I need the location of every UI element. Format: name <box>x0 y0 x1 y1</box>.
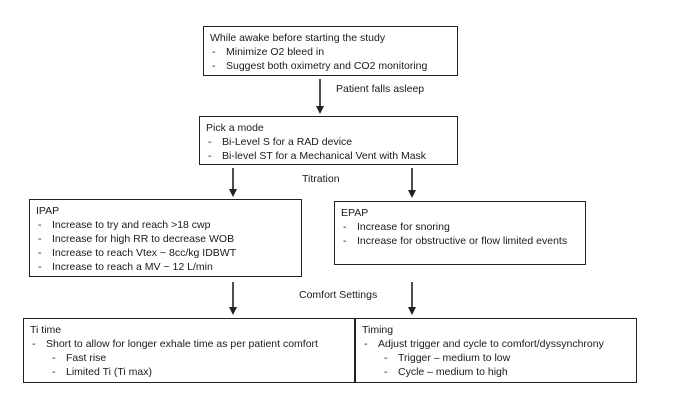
ti-time-box: Ti time Short to allow for longer exhale… <box>23 318 355 383</box>
awake-item: Minimize O2 bleed in <box>210 45 451 59</box>
ti-time-title: Ti time <box>30 324 62 336</box>
ipap-box: IPAP Increase to try and reach >18 cwp I… <box>29 199 302 277</box>
ti-time-subitem: Limited Ti (Ti max) <box>50 365 348 379</box>
timing-title: Timing <box>362 324 394 336</box>
ipap-item: Increase to try and reach >18 cwp <box>36 218 295 232</box>
timing-box: Timing Adjust trigger and cycle to comfo… <box>355 318 637 383</box>
ipap-item: Increase to reach Vtex ~ 8cc/kg IDBWT <box>36 246 295 260</box>
timing-item: Adjust trigger and cycle to comfort/dyss… <box>362 337 630 351</box>
awake-item: Suggest both oximetry and CO2 monitoring <box>210 59 451 73</box>
epap-title: EPAP <box>341 207 369 219</box>
awake-box: While awake before starting the study Mi… <box>203 26 458 76</box>
timing-subitem: Cycle – medium to high <box>382 365 630 379</box>
ipap-title: IPAP <box>36 205 60 217</box>
titration-label: Titration <box>302 173 340 185</box>
ti-time-item: Short to allow for longer exhale time as… <box>30 337 348 351</box>
ipap-item: Increase for high RR to decrease WOB <box>36 232 295 246</box>
ti-time-subitem: Fast rise <box>50 351 348 365</box>
mode-item: Bi-Level S for a RAD device <box>206 135 451 149</box>
mode-box: Pick a mode Bi-Level S for a RAD device … <box>199 116 458 165</box>
awake-title: While awake before starting the study <box>210 32 386 44</box>
mode-item: Bi-level ST for a Mechanical Vent with M… <box>206 149 451 163</box>
patient-falls-asleep-label: Patient falls asleep <box>336 83 425 95</box>
comfort-settings-label: Comfort Settings <box>299 289 378 301</box>
epap-box: EPAP Increase for snoring Increase for o… <box>334 201 586 265</box>
ipap-item: Increase to reach a MV ~ 12 L/min <box>36 260 295 274</box>
epap-item: Increase for snoring <box>341 220 579 234</box>
mode-title: Pick a mode <box>206 122 264 134</box>
timing-subitem: Trigger – medium to low <box>382 351 630 365</box>
epap-item: Increase for obstructive or flow limited… <box>341 234 579 248</box>
